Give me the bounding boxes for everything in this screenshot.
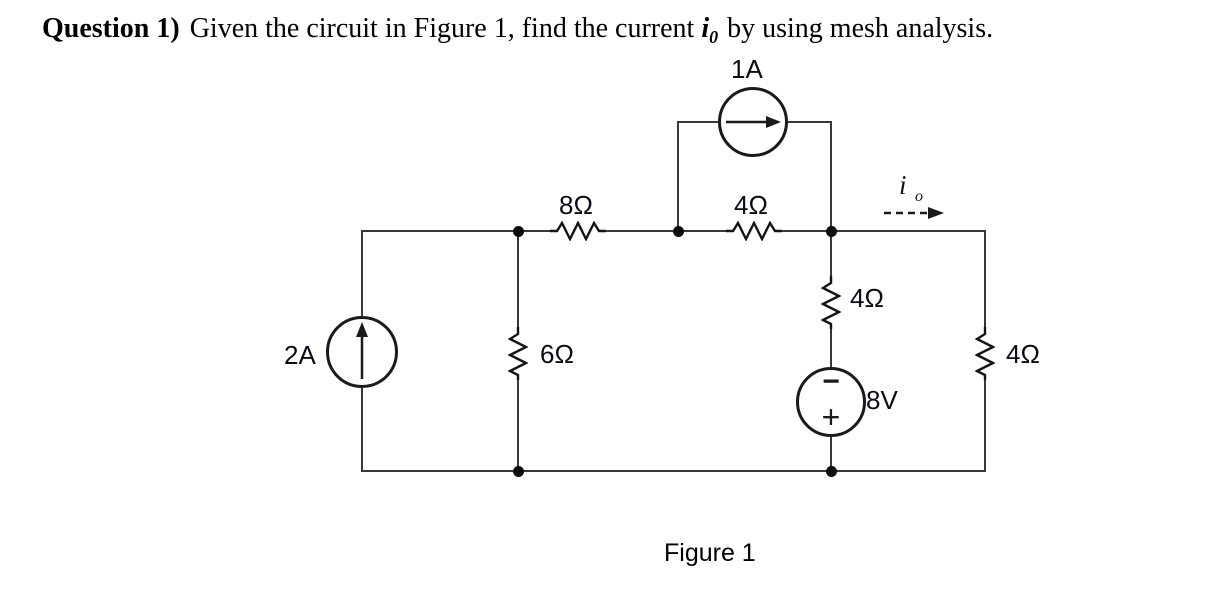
node-bottom-left (513, 466, 524, 477)
resistor-8ohm-label: 8Ω (559, 190, 593, 220)
voltage-source-8v-label: 8V (866, 385, 898, 415)
resistor-4ohm-right-symbol (975, 327, 995, 380)
wire-middle-branch (830, 231, 832, 472)
current-source-1a-label: 1A (731, 54, 763, 84)
resistor-4ohm-top-label: 4Ω (734, 190, 768, 220)
resistor-4ohm-middle-symbol (821, 276, 841, 329)
resistor-8ohm-symbol (550, 221, 606, 241)
current-arrow-up-icon (356, 322, 368, 379)
voltage-source-8v-symbol (796, 367, 866, 437)
wire-bottom (362, 470, 986, 472)
question-text-after: by using mesh analysis. (720, 13, 994, 44)
voltage-plus-sign: + (821, 399, 841, 435)
figure-caption: Figure 1 (664, 539, 756, 567)
resistor-4ohm-right-label: 4Ω (1006, 339, 1040, 369)
output-current-arrow-icon (884, 207, 944, 219)
resistor-4ohm-middle-label: 4Ω (850, 283, 884, 313)
voltage-minus-sign: − (822, 365, 840, 398)
resistor-6ohm-label: 6Ω (540, 339, 574, 369)
resistor-4ohm-top-symbol (726, 221, 782, 241)
output-current-subscript: o (915, 188, 923, 205)
node-top-mid (673, 226, 684, 237)
question-text-before: Given the circuit in Figure 1, find the … (189, 13, 702, 44)
current-source-2a-label: 2A (284, 340, 316, 370)
node-top-left (513, 226, 524, 237)
wire-1a-left-drop (677, 121, 679, 232)
node-top-right (826, 226, 837, 237)
wire-1a-right-drop (830, 121, 832, 232)
question-title: Question 1) Given the circuit in Figure 1… (42, 13, 993, 48)
question-number: Question 1) (42, 13, 180, 44)
resistor-6ohm-symbol (508, 327, 528, 380)
current-symbol-title: i (701, 13, 710, 44)
output-current-symbol: i (899, 170, 907, 200)
node-bottom-right (826, 466, 837, 477)
current-subscript-title: 0 (709, 27, 719, 47)
current-arrow-right-icon (726, 116, 781, 128)
